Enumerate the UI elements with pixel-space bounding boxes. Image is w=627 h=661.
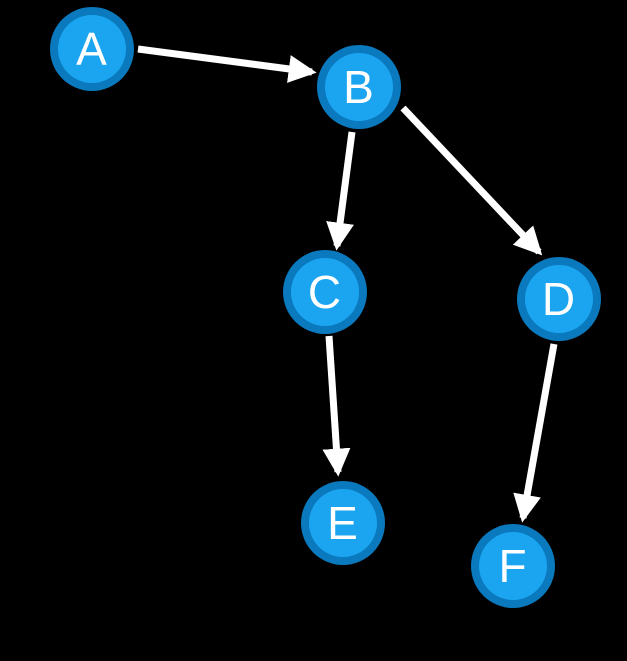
node-label: E — [327, 497, 359, 549]
node-B[interactable]: B — [317, 45, 401, 129]
node-body — [325, 53, 393, 121]
node-F[interactable]: F — [471, 524, 555, 608]
node-E[interactable]: E — [301, 481, 385, 565]
node-label: A — [76, 23, 108, 75]
node-label: B — [343, 61, 375, 113]
node-label: D — [542, 273, 576, 325]
node-A[interactable]: A — [50, 7, 134, 91]
node-C[interactable]: C — [283, 250, 367, 334]
edges-layer — [137, 45, 558, 523]
node-label: C — [308, 266, 342, 318]
node-body — [479, 532, 547, 600]
edge-A-B — [137, 45, 317, 83]
node-body — [291, 258, 359, 326]
node-body — [525, 265, 593, 333]
edge-B-C — [326, 131, 356, 251]
node-D[interactable]: D — [517, 257, 601, 341]
node-body — [309, 489, 377, 557]
edge-B-D — [400, 105, 543, 256]
edge-C-E — [322, 335, 351, 477]
nodes-layer: A B C D E F — [50, 7, 601, 608]
edge-D-F — [513, 343, 558, 523]
node-body — [58, 15, 126, 83]
node-label: F — [498, 540, 527, 592]
